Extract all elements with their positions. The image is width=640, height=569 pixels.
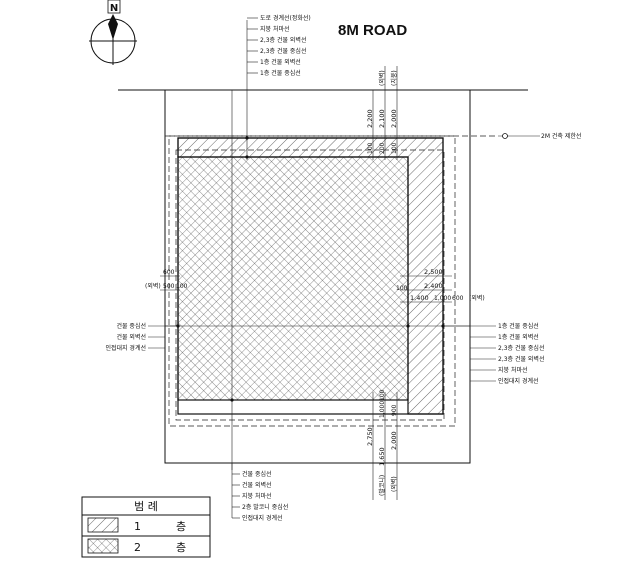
- svg-text:2,200: 2,200: [366, 109, 374, 128]
- svg-text:100: 100: [367, 142, 374, 154]
- svg-text:인접대지 경계선: 인접대지 경계선: [242, 514, 283, 522]
- svg-text:1,650: 1,650: [378, 447, 386, 466]
- svg-text:건물 중심선: 건물 중심선: [116, 322, 146, 330]
- svg-text:층: 층: [176, 541, 186, 554]
- svg-text:600: 600: [452, 295, 464, 302]
- svg-text:1층 건물 외벽선: 1층 건물 외벽선: [498, 333, 539, 341]
- top-dimensions: 2,200 2,100 2,000 (외벽) (지붕) 100 200 100: [366, 66, 398, 160]
- right-dimensions: 2,500 2,400 100 1,400 1,000 600 (외벽): [396, 268, 485, 303]
- svg-text:건물 중심선: 건물 중심선: [242, 470, 272, 478]
- left-callouts: 건물 중심선 건물 외벽선 인접대지 경계선: [105, 322, 178, 352]
- svg-text:건물 외벽선: 건물 외벽선: [116, 333, 146, 341]
- svg-text:2: 2: [134, 541, 141, 554]
- north-label: N: [110, 3, 118, 14]
- road-title: 8M ROAD: [338, 22, 407, 39]
- callout-text: 2,3층 건물 중심선: [260, 47, 306, 55]
- svg-text:2,000: 2,000: [390, 109, 398, 128]
- svg-text:2,100: 2,100: [378, 109, 386, 128]
- callout-text: 도로 경계선(정화선): [260, 14, 311, 22]
- site-boundary: [164, 90, 471, 464]
- callout-text: 지붕 처마선: [260, 25, 290, 33]
- svg-text:(외벽): (외벽): [469, 294, 485, 302]
- svg-text:인접대지 경계선: 인접대지 경계선: [498, 377, 539, 385]
- legend-swatch-floor-1: [87, 517, 119, 533]
- svg-text:인접대지 경계선: 인접대지 경계선: [105, 344, 146, 352]
- svg-text:(외벽): (외벽): [145, 282, 161, 290]
- svg-text:(발코니): (발코니): [378, 475, 386, 496]
- svg-text:200: 200: [379, 142, 386, 154]
- svg-text:1,400: 1,400: [410, 294, 429, 302]
- legend-swatch-floor-2: [87, 538, 119, 554]
- callout-text: 1층 건물 중심선: [260, 69, 301, 77]
- svg-text:(외벽): (외벽): [378, 70, 386, 86]
- svg-text:600: 600: [163, 269, 175, 276]
- legend: 범 례 1 층 2 층: [81, 496, 211, 558]
- callout-text: 2,3층 건물 외벽선: [260, 36, 306, 44]
- svg-text:건물 외벽선: 건물 외벽선: [242, 481, 272, 489]
- svg-text:2층 발코니 중심선: 2층 발코니 중심선: [242, 503, 288, 511]
- svg-text:2,750: 2,750: [366, 427, 374, 446]
- svg-text:2,3층 건물 중심선: 2,3층 건물 중심선: [498, 344, 544, 352]
- svg-text:(외벽): (외벽): [390, 476, 398, 492]
- right-callouts: 1층 건물 중심선 1층 건물 외벽선 2,3층 건물 중심선 2,3층 건물 …: [443, 322, 544, 385]
- floor-2-area: [177, 156, 409, 401]
- svg-text:지붕 처마선: 지붕 처마선: [498, 366, 528, 374]
- svg-text:100: 100: [391, 142, 398, 154]
- svg-text:100: 100: [396, 285, 408, 292]
- svg-text:1,000: 1,000: [379, 401, 386, 418]
- left-dimensions: 600 (외벽) 500 100: [145, 269, 188, 291]
- svg-text:2,000: 2,000: [390, 431, 398, 450]
- svg-text:2,500: 2,500: [424, 268, 443, 276]
- svg-text:2,3층 건물 외벽선: 2,3층 건물 외벽선: [498, 355, 544, 363]
- svg-text:100: 100: [379, 389, 386, 401]
- callout-text: 1층 건물 외벽선: [260, 58, 301, 66]
- svg-text:층: 층: [176, 520, 186, 533]
- legend-title: 범 례: [134, 500, 158, 513]
- svg-text:(지붕): (지붕): [390, 70, 398, 86]
- bottom-dimensions: 2,750 1,650 1,000 100 900 2,000 (발코니) (외…: [366, 389, 398, 500]
- svg-text:1: 1: [134, 520, 141, 533]
- setback-label: 2M 건축 제한선: [541, 132, 581, 140]
- svg-text:1층 건물 중심선: 1층 건물 중심선: [498, 322, 539, 330]
- svg-text:100: 100: [176, 283, 188, 290]
- svg-text:500: 500: [163, 283, 175, 290]
- svg-text:지붕 처마선: 지붕 처마선: [242, 492, 272, 500]
- svg-text:2,400: 2,400: [424, 282, 443, 290]
- svg-text:900: 900: [391, 404, 398, 416]
- bottom-callouts: 건물 중심선 건물 외벽선 지붕 처마선 2층 발코니 중심선 인접대지 경계선: [231, 463, 288, 522]
- top-callouts: 도로 경계선(정화선) 지붕 처마선 2,3층 건물 외벽선 2,3층 건물 중…: [247, 14, 311, 77]
- svg-text:1,000: 1,000: [434, 295, 451, 302]
- north-arrow-icon: N: [89, 0, 137, 65]
